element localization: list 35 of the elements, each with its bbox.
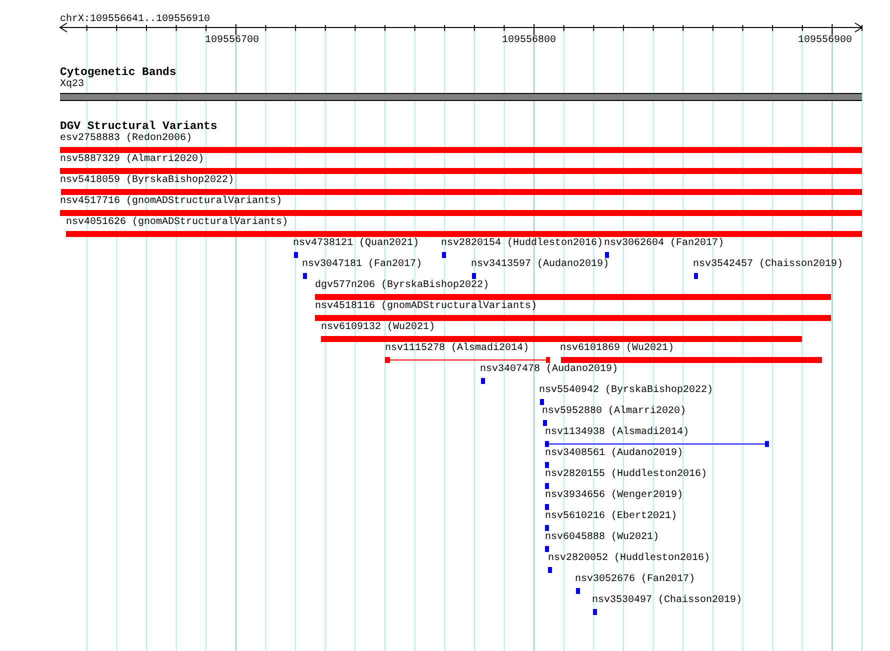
variant-label: nsv4518116 (gnomADStructuralVariants) [315,301,538,313]
variant-label: nsv3047181 (Fan2017) [302,259,422,271]
variant-label: nsv4517716 (gnomADStructuralVariants) [60,196,282,208]
variant-label: nsv6045888 (Wu2021) [545,532,660,544]
variant-label: nsv5887329 (Almarri2020) [60,154,204,166]
variant-label: nsv2820052 (Huddleston2016) [548,553,710,565]
track-title: DGV Structural Variants [60,121,218,133]
tick-label: 109556800 [502,35,556,47]
variant-label: nsv1115278 (Alsmadi2014) [385,343,530,355]
variant-label: nsv1134938 (Alsmadi2014) [545,427,690,439]
band-label: Xq23 [60,79,84,91]
variant-label: nsv2820154 (Huddleston2016) [441,238,604,250]
variant-label: nsv2820155 (Huddleston2016) [545,469,708,481]
position-label: chrX:109556641..109556910 [60,14,210,26]
track-title: Cytogenetic Bands [60,67,176,79]
variant-label: nsv5540942 (ByrskaBishop2022) [539,385,714,397]
variant-label: nsv3934656 (Wenger2019) [545,490,684,502]
variant-label: nsv3408561 (Audano2019) [545,448,684,460]
variant-label: nsv5952880 (Almarri2020) [542,406,686,418]
variant-label: nsv3542457 (Chaisson2019) [693,259,844,271]
variant-label: esv2758883 (Redon2006) [60,133,192,145]
variant-label: nsv3052676 (Fan2017) [575,574,696,586]
tick-label: 109556900 [798,35,852,47]
tick-label: 109556700 [205,35,260,47]
variant-label: nsv3530497 (Chaisson2019) [592,595,742,607]
variant-label: nsv3062604 (Fan2017) [604,238,724,250]
variant-label: nsv6101869 (Wu2021) [560,343,674,355]
variant-label: nsv3407478 (Audano2019) [480,364,618,376]
variant-label: nsv6109132 (Wu2021) [321,322,436,334]
variant-label: dgv577n206 (ByrskaBishop2022) [315,280,490,292]
variant-label: nsv4051626 (gnomADStructuralVariants) [66,217,288,229]
variant-label: nsv3413597 (Audano2019) [471,259,610,271]
variant-label: nsv5418059 (ByrskaBishop2022) [60,175,234,187]
variant-label: nsv4738121 (Quan2021) [293,238,420,250]
variant-label: nsv5610216 (Ebert2021) [545,511,678,523]
